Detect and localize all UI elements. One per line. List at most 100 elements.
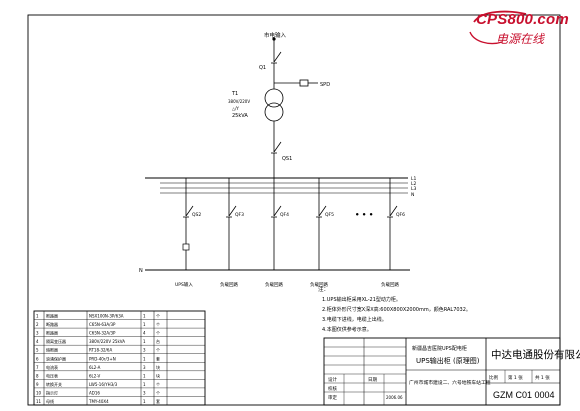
bom-cell-unit: 个 — [156, 322, 160, 327]
note-2: 2.柜体外形尺寸宽X深X高:600X800X2000mm，颜色RAL7032。 — [322, 306, 471, 313]
feeder-1-load: UPS输入 — [175, 281, 193, 288]
bom-cell-qty: 1 — [143, 399, 146, 404]
bom-cell-name: 电流表 — [46, 364, 58, 370]
feeder-2-load: 负载回路 — [220, 281, 238, 288]
transformer-primary — [264, 88, 284, 108]
feeder-5-label: QF6 — [396, 212, 405, 218]
date-value: 2006.06 — [386, 395, 403, 400]
source-dot — [272, 37, 276, 41]
bom-cell-unit: 个 — [156, 390, 160, 395]
bom-cell-no: 9 — [36, 382, 39, 387]
bom-cell-spec: LW5-16/YH3/3 — [89, 382, 118, 387]
project-name: 广州市城市建设二、六号地铁车站工程 — [409, 379, 491, 386]
bom-cell-no: 7 — [36, 365, 39, 370]
bom-cell-unit: 个 — [156, 314, 160, 319]
note-1: 1.UPS输出柜采用XL-21型动力柜。 — [322, 296, 401, 303]
title-line-2: UPS输出柜 (原理图) — [416, 356, 480, 365]
bom-cell-no: 4 — [36, 339, 39, 344]
main-switch-label: QS1 — [282, 156, 292, 162]
bom-cell-qty: 3 — [143, 365, 146, 370]
feeder-3: QF4 负载回路 — [265, 178, 289, 288]
date-label: 日期 — [368, 377, 377, 383]
transformer-secondary — [264, 102, 284, 122]
drawing-number: GZM C01 0004 — [493, 390, 555, 400]
bom-cell-spec: RT18-32/6A — [89, 348, 112, 353]
bom-cell-unit: 个 — [156, 331, 160, 336]
scale-label: 比例 — [489, 374, 498, 381]
bom-cell-qty: 1 — [143, 322, 146, 327]
bom-cell-qty: 4 — [143, 331, 146, 336]
isolator-label: Q1 — [259, 65, 266, 71]
bom-cell-qty: 1 — [143, 339, 146, 344]
sheet-label: 第 1 张 — [508, 374, 523, 381]
bom-cell-unit: 套 — [156, 398, 160, 404]
transformer-label: T1 — [231, 91, 238, 97]
designer-label: 设计 — [328, 376, 337, 383]
bom-cell-qty: 1 — [143, 314, 146, 319]
bom-cell-unit: 个 — [156, 382, 160, 387]
bom-cell-spec: PRD-40r/3+N — [89, 356, 116, 361]
bom-cell-no: 6 — [36, 356, 39, 361]
checker-label: 校核 — [328, 385, 337, 392]
bom-cell-unit: 个 — [156, 348, 160, 353]
note-4: 4.本图仅供参考示意。 — [322, 326, 372, 333]
bom-cell-qty: 1 — [143, 382, 146, 387]
watermark-subtitle: 电源在线 — [496, 32, 545, 46]
spd-box — [299, 79, 309, 87]
bom-cell-spec: 6L2-V — [89, 373, 101, 378]
isolator-blade — [273, 51, 282, 63]
bom-cell-spec: AD16 — [89, 390, 100, 395]
note-0: 注： — [318, 285, 329, 293]
feeder-4: QF5 负载回路 — [310, 178, 334, 288]
bom-cell-spec: 6L2-A — [89, 365, 101, 370]
notes-block: 注： 1.UPS输出柜采用XL-21型动力柜。 2.柜体外形尺寸宽X深X高:60… — [318, 285, 471, 333]
feeder-3-label: QF4 — [280, 212, 289, 218]
bom-cell-no: 10 — [36, 390, 42, 395]
bom-cell-spec: NSX100N-3P/63A — [89, 314, 124, 319]
bom-cell-name: 电压表 — [46, 372, 58, 378]
bom-cell-qty: 1 — [143, 373, 146, 378]
company-name: 中达电通股份有限公司 — [491, 348, 580, 361]
feeder-ellipsis: • • • — [355, 211, 373, 219]
watermark-brand: CPS800.com — [476, 11, 569, 28]
transformer-spec-1: 380V/220V — [228, 99, 250, 104]
total-label: 共 1 张 — [535, 374, 550, 381]
transformer-spec-3: 25kVA — [232, 113, 248, 119]
bus-label-n: N — [411, 192, 414, 198]
bus-label-l2: L2 — [411, 181, 417, 187]
bom-cell-name: 指示灯 — [46, 389, 58, 395]
transformer-spec-2: △/Y — [232, 106, 239, 111]
bom-cell-unit: 块 — [156, 372, 160, 378]
bom-cell-name: 断路器 — [46, 313, 58, 319]
bom-cell-no: 1 — [36, 314, 39, 319]
output-line-n: N — [139, 268, 143, 274]
feeder-3-load: 负载回路 — [265, 281, 283, 288]
bom-cell-name: 转换开关 — [46, 381, 62, 387]
watermark-swoosh-icon — [469, 10, 527, 45]
feeder-1: QS2 UPS输入 — [175, 178, 201, 288]
spd-label: SPD — [320, 82, 330, 88]
bom-cell-no: 2 — [36, 322, 39, 327]
bom-cell-name: 熔断器 — [46, 347, 58, 353]
bom-cell-no: 3 — [36, 331, 39, 336]
bus-label-l3: L3 — [411, 186, 417, 192]
feeder-5: QF6 负载回路 — [381, 178, 405, 288]
cps800-watermark: CPS800.com 电源在线 — [468, 8, 578, 52]
bom-cell-spec: C65N-63A/3P — [89, 322, 116, 327]
bom-cell-no: 5 — [36, 348, 39, 353]
main-switch-blade — [273, 141, 282, 153]
bom-cell-spec: 380V/220V 25kVA — [89, 339, 125, 344]
bom-cell-qty: 3 — [143, 390, 146, 395]
bom-cell-name: 浪涌保护器 — [46, 355, 66, 361]
feeder-1-label: QS2 — [192, 212, 201, 218]
bom-cell-spec: TMY-40X4 — [88, 399, 109, 404]
approver-label: 审定 — [328, 394, 337, 401]
bom-cell-unit: 台 — [156, 338, 160, 344]
feeder-2-label: QF3 — [235, 212, 244, 218]
title-block: 设计 校核 审定 日期 2006.06 新疆昌吉医院UPS配电柜 UPS输出柜 … — [323, 337, 580, 406]
bom-cell-spec: C65N-32A/3P — [89, 331, 116, 336]
bom-cell-qty: 3 — [143, 348, 146, 353]
bom-cell-unit: 套 — [156, 355, 160, 361]
